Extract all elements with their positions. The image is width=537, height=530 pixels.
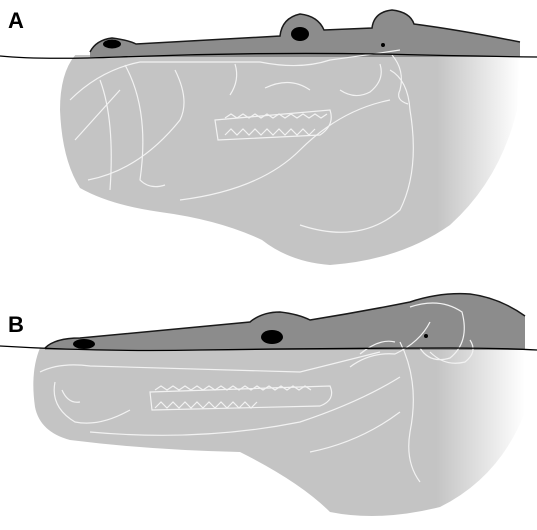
- nostril-a: [103, 40, 121, 49]
- eye-b: [261, 330, 283, 344]
- eye-a: [291, 27, 309, 41]
- head-exposed-b: [45, 294, 525, 352]
- ear-a: [381, 43, 385, 47]
- ear-b: [424, 334, 428, 338]
- panel-label-a: A: [8, 10, 24, 32]
- panel-label-b: B: [8, 314, 24, 336]
- nostril-b: [73, 339, 95, 349]
- head-submerged-b: [33, 342, 525, 516]
- panel-a-illustration: [0, 0, 537, 270]
- panel-b-illustration: [0, 282, 537, 530]
